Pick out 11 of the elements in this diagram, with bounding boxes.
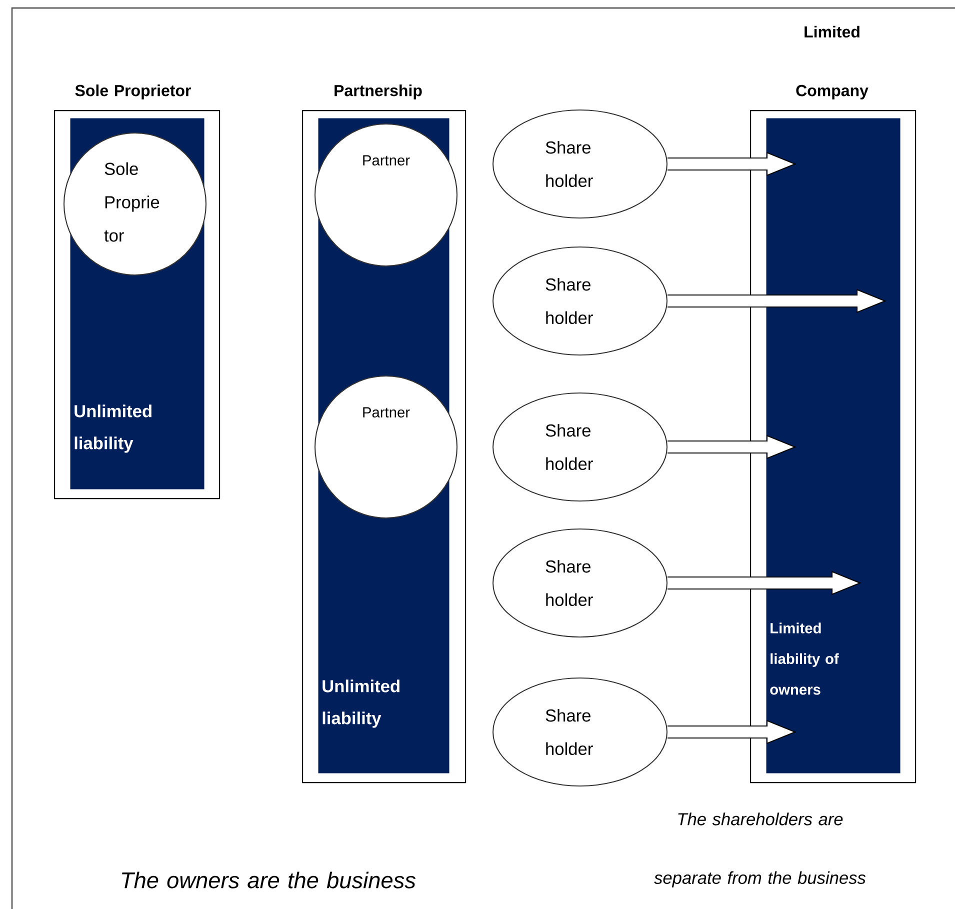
block-arrow [667,720,796,744]
block-arrow [667,288,886,314]
node-label: Limited Company [796,26,868,100]
node-label: Sole Proprietor [75,84,191,100]
caption-text: The shareholders are separate from the business [654,812,866,888]
block-arrow [667,434,796,460]
caption-text: The owners are the business [122,872,416,888]
block-arrow [667,570,862,596]
node-label: Partnership [334,84,422,100]
column-box: Limited liability of owners [766,118,900,774]
block-arrow [667,152,796,176]
